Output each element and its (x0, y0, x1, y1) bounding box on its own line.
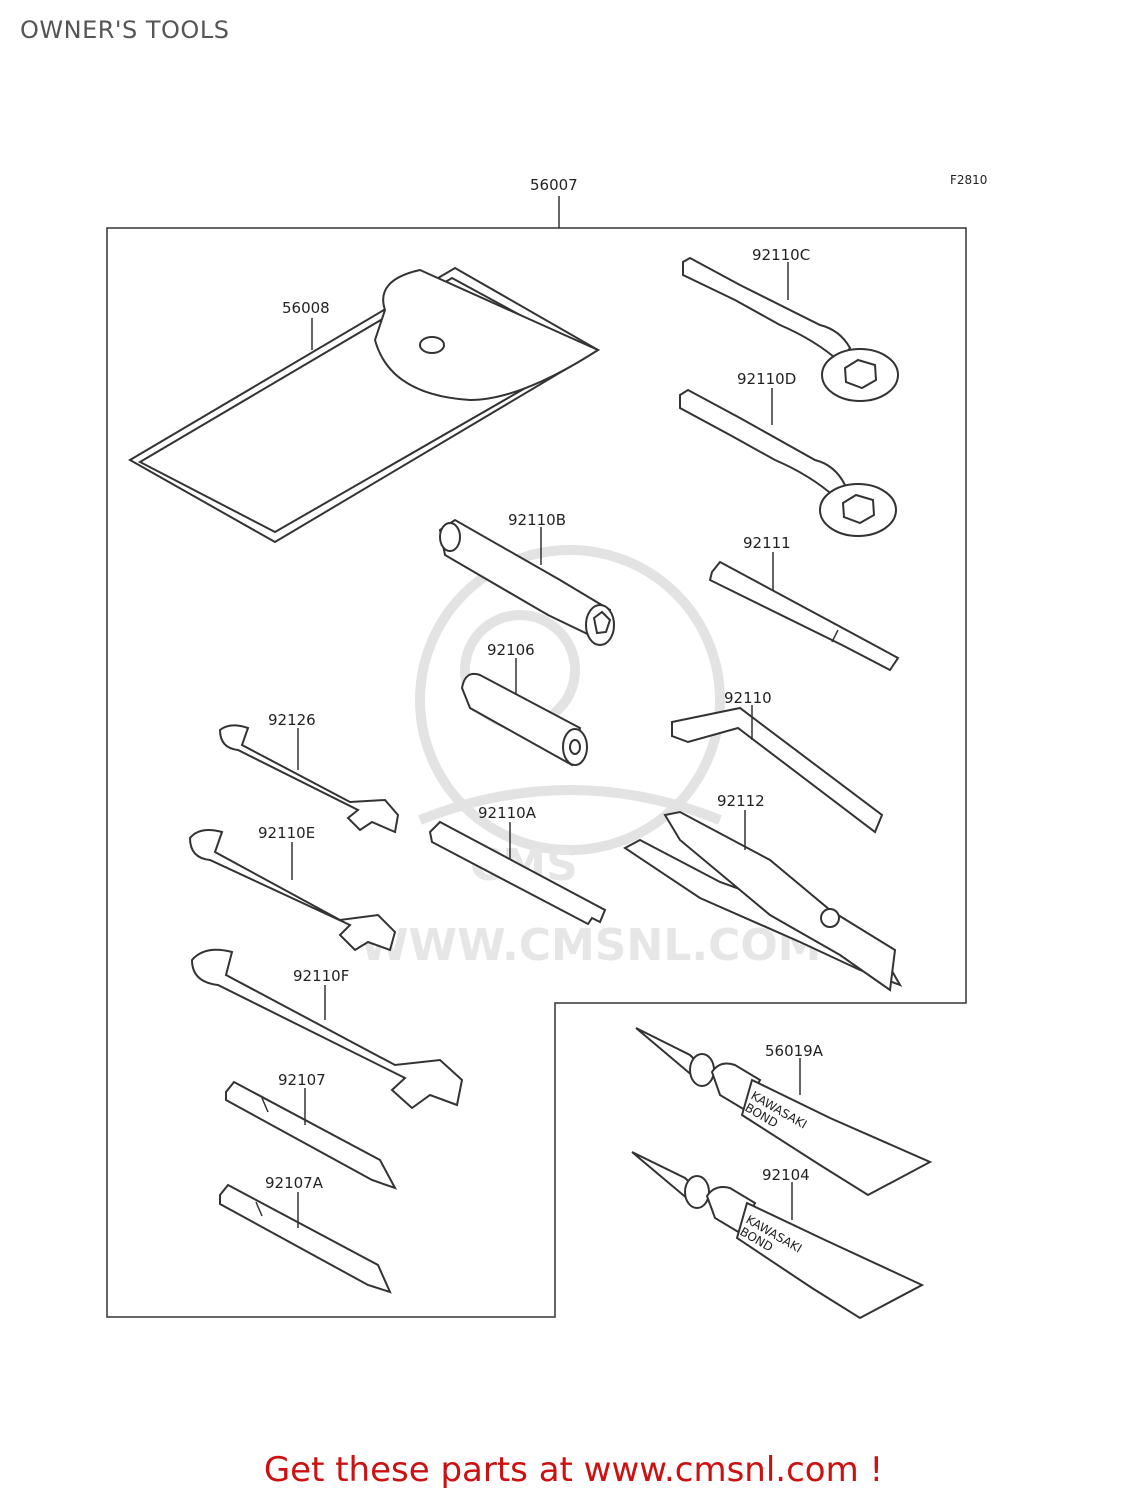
allen-key-92110 (671, 705, 884, 834)
ring-wrench-92110c (682, 256, 899, 402)
label-92104: 92104 (762, 1166, 810, 1184)
open-wrench-92110e (188, 829, 397, 952)
bond-tube-56019a: KAWASAKI BOND (635, 1027, 933, 1197)
label-92110f: 92110F (293, 967, 349, 985)
spanner-92110a (428, 820, 607, 926)
label-56007: 56007 (530, 176, 578, 194)
tool-pouch (128, 266, 601, 544)
label-56008: 56008 (282, 299, 330, 317)
label-92126: 92126 (268, 711, 316, 729)
pliers-92112 (623, 810, 903, 992)
label-92106: 92106 (487, 641, 535, 659)
ring-wrench-92110d (679, 388, 897, 537)
open-wrench-92110f (190, 948, 464, 1110)
screwdriver-92107 (225, 1080, 398, 1190)
label-92111: 92111 (743, 534, 791, 552)
label-92107: 92107 (278, 1071, 326, 1089)
label-56019a: 56019A (765, 1042, 824, 1060)
kit-boundary (106, 196, 967, 1318)
label-92110c: 92110C (752, 246, 810, 264)
spark-plug-wrench-92110b (438, 518, 615, 646)
label-92110a: 92110A (478, 804, 537, 822)
figure-code: F2810 (950, 173, 987, 187)
screwdriver-92107a (219, 1183, 392, 1294)
socket-92106 (460, 658, 588, 767)
label-92110b: 92110B (508, 511, 566, 529)
label-92110e: 92110E (258, 824, 315, 842)
page-title: OWNER'S TOOLS (20, 16, 230, 44)
label-92110d: 92110D (737, 370, 796, 388)
footer-link[interactable]: Get these parts at www.cmsnl.com ! (263, 1450, 884, 1490)
label-92112: 92112 (717, 792, 765, 810)
label-92110: 92110 (724, 689, 772, 707)
watermark-text: WWW.CMSNL.COM (360, 920, 822, 971)
handle-92111 (708, 552, 900, 672)
open-wrench-92126 (218, 724, 400, 834)
label-92107a: 92107A (265, 1174, 324, 1192)
bond-tube-92104: KAWASAKI BOND (631, 1151, 925, 1320)
